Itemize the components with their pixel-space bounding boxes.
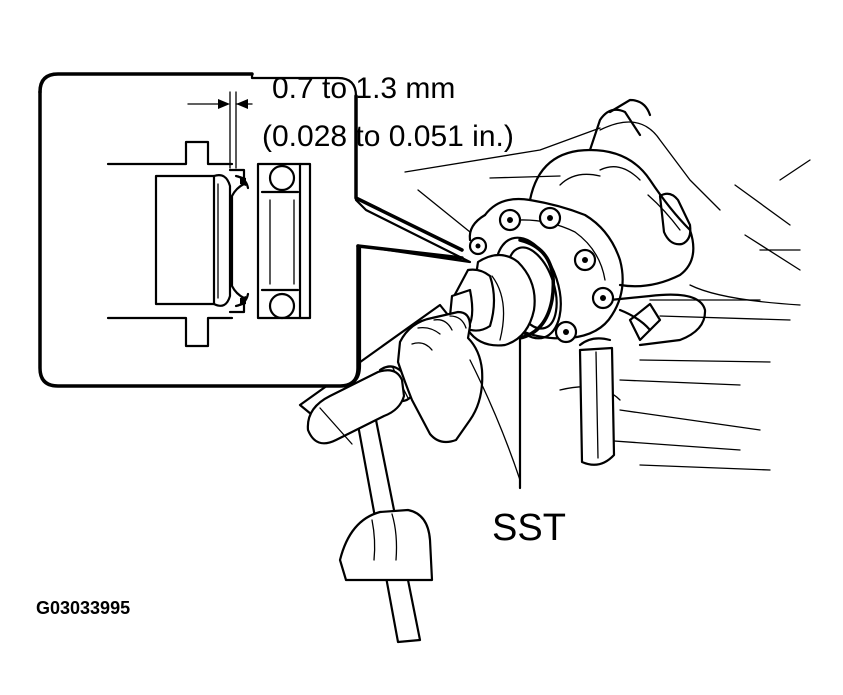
figure-id-label: G03033995 [36,598,130,618]
strut-lower-tube [578,337,616,466]
detail-inset [38,72,472,388]
dimension-mm-label: 0.7 to 1.3 mm [272,72,455,105]
gap-dimension-marker [187,91,253,169]
bearing-section [256,162,312,320]
steering-knuckle [528,98,707,347]
upper-hand [396,310,521,481]
dimension-inch-label: (0.028 to 0.051 in.) [262,120,514,153]
hammer [306,369,422,644]
cross-section-housing [106,140,234,348]
oil-seal-section [228,168,250,314]
lower-hand [338,508,434,582]
dimension-arrow-icon [218,99,230,109]
vehicle-body-lines [404,121,811,471]
sst-label: SST [492,507,566,549]
hub-bolt-icon [468,206,615,344]
dimension-arrow-icon [236,99,248,109]
